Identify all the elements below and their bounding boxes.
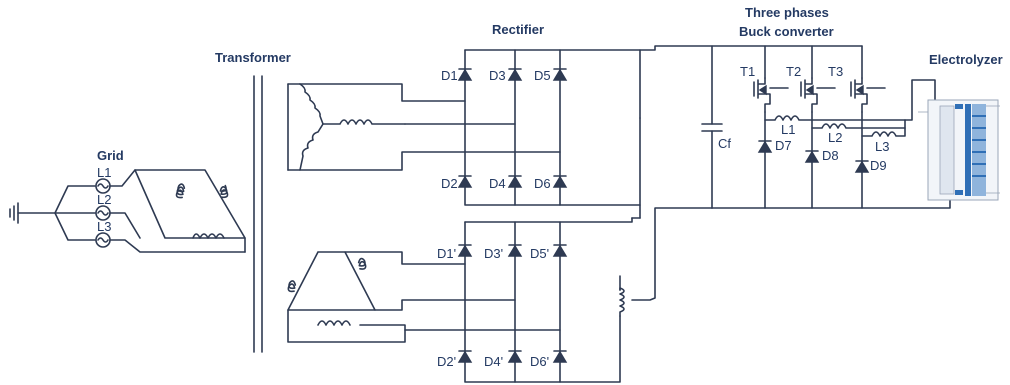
- secondary-delta-winding: [287, 251, 561, 343]
- transformer-core: [253, 75, 263, 353]
- phase-label-l3: L3: [97, 219, 111, 234]
- diode-label-d5p: D5': [530, 246, 549, 261]
- diode-label-d5: D5: [534, 68, 551, 83]
- diode-label-d6p: D6': [530, 354, 549, 369]
- buck-inductors: L1 L2 L3: [764, 79, 936, 154]
- diode-label-d3p: D3': [484, 246, 503, 261]
- phase-label-l2: L2: [97, 192, 111, 207]
- diode-label-d6: D6: [534, 176, 551, 191]
- switch-label-t2: T2: [786, 64, 801, 79]
- switch-label-t1: T1: [740, 64, 755, 79]
- diode-label-d4p: D4': [484, 354, 503, 369]
- inductor-label-l3: L3: [875, 139, 889, 154]
- freewheel-diodes: D7 D8 D9: [757, 111, 887, 209]
- transformer-title: Transformer: [215, 50, 291, 65]
- rectifier-bridge-bottom: D1' D3' D5' D2' D4' D6': [437, 207, 713, 383]
- diode-label-d1: D1: [441, 68, 458, 83]
- buck-switches: T1 T2 T3: [740, 45, 886, 113]
- capacitor-cf: Cf: [701, 45, 731, 209]
- buck-title-line2: Buck converter: [739, 24, 834, 39]
- rectifier-title: Rectifier: [492, 22, 544, 37]
- grid-title: Grid: [97, 148, 124, 163]
- electrolyzer-title: Electrolyzer: [929, 52, 1003, 67]
- diode-label-d4: D4: [489, 176, 506, 191]
- primary-delta-winding: [134, 169, 246, 253]
- inductor-label-l1: L1: [781, 122, 795, 137]
- buck-title-line1: Three phases: [745, 5, 829, 20]
- diode-label-d1p: D1': [437, 246, 456, 261]
- diode-label-d3: D3: [489, 68, 506, 83]
- inductor-label-l2: L2: [828, 130, 842, 145]
- diode-label-d9: D9: [870, 158, 887, 173]
- diode-label-d2p: D2': [437, 354, 456, 369]
- switch-label-t3: T3: [828, 64, 843, 79]
- rectifier-bridge-top: D1 D3 D5 D2 D4 D6: [441, 49, 641, 206]
- diode-label-d2: D2: [441, 176, 458, 191]
- diode-label-d8: D8: [822, 148, 839, 163]
- phase-label-l1: L1: [97, 165, 111, 180]
- diode-label-d7: D7: [775, 138, 792, 153]
- electrolyzer-stack: [918, 99, 1000, 201]
- capacitor-label: Cf: [718, 136, 731, 151]
- grid-source: L1 L2 L3: [9, 165, 246, 253]
- secondary-wye-winding: [287, 83, 561, 171]
